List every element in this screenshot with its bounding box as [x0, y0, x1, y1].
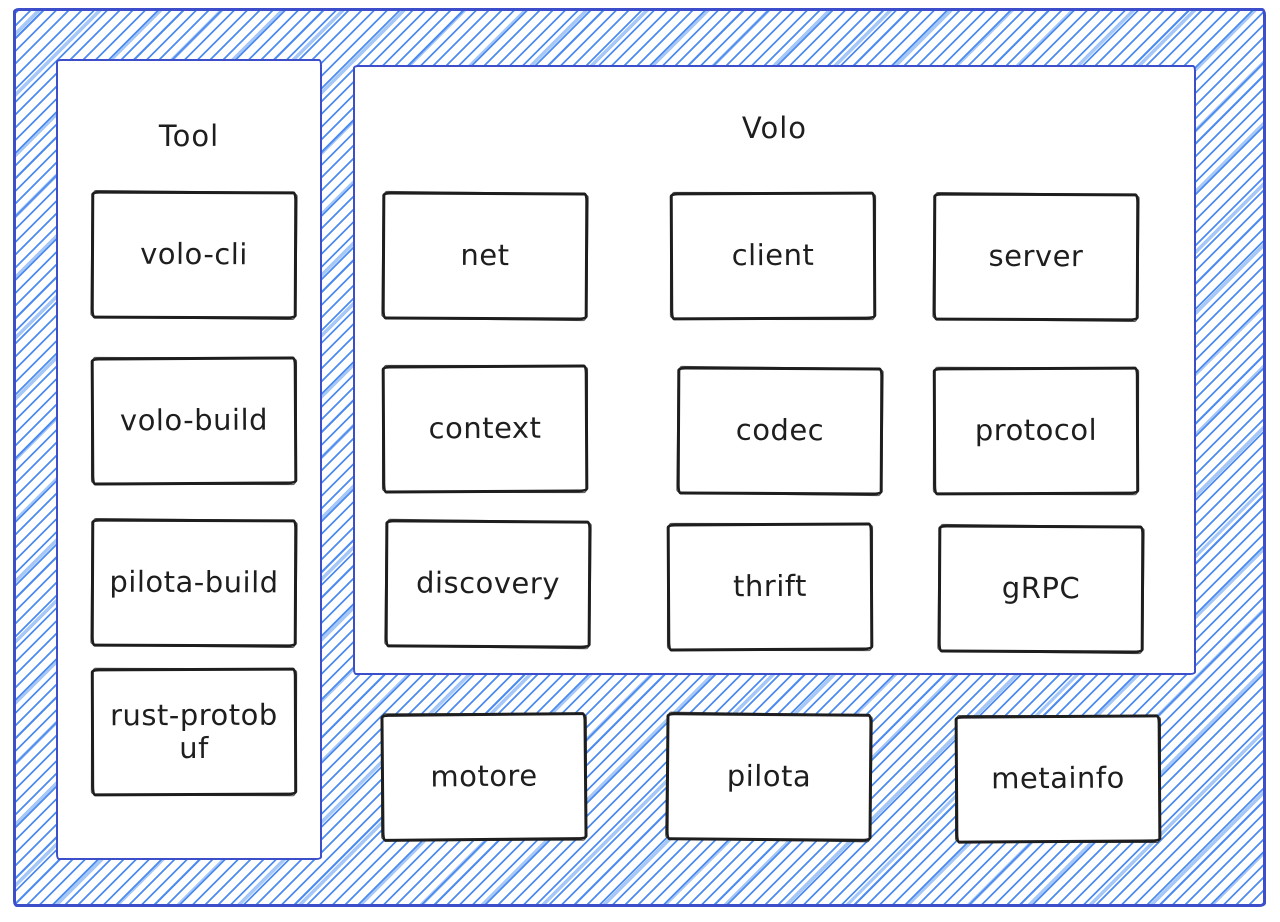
volo-group-title: Volo: [741, 111, 808, 145]
node-motore: motore: [380, 712, 588, 842]
node-label: thrift: [733, 569, 807, 604]
node-pilota: pilota: [665, 712, 873, 842]
node-label: gRPC: [1001, 571, 1081, 606]
node-protocol: protocol: [932, 366, 1140, 496]
outer-hatched-frame: Tool volo-cli volo-build pilota-build ru…: [13, 8, 1266, 907]
node-label: client: [731, 238, 815, 273]
node-net: net: [381, 191, 589, 321]
node-rust-protobuf: rust-protobuf: [90, 667, 298, 797]
node-label: context: [428, 411, 542, 446]
node-codec: codec: [676, 366, 884, 496]
node-label: codec: [735, 413, 825, 448]
node-label: rust-protobuf: [110, 697, 278, 766]
node-label: protocol: [974, 413, 1098, 448]
node-volo-build: volo-build: [90, 356, 298, 486]
node-thrift: thrift: [666, 522, 874, 652]
node-pilota-build: pilota-build: [90, 518, 298, 648]
node-metainfo: metainfo: [954, 714, 1162, 844]
node-label: volo-cli: [140, 237, 248, 272]
node-label: pilota: [726, 758, 812, 794]
tool-group-title: Tool: [158, 119, 220, 153]
node-label: discovery: [415, 565, 561, 601]
node-discovery: discovery: [384, 519, 592, 649]
node-label: server: [988, 239, 1084, 274]
node-client: client: [669, 191, 877, 321]
node-label: motore: [430, 758, 538, 794]
node-label: pilota-build: [109, 564, 279, 600]
volo-group-box: Volo net client server context codec pro…: [353, 65, 1196, 675]
node-label: volo-build: [119, 402, 269, 438]
tool-group-box: Tool volo-cli volo-build pilota-build ru…: [56, 59, 322, 860]
node-volo-cli: volo-cli: [90, 190, 298, 320]
node-label: metainfo: [991, 760, 1125, 796]
node-grpc: gRPC: [937, 524, 1145, 654]
node-context: context: [381, 364, 589, 494]
node-server: server: [932, 192, 1140, 322]
node-label: net: [460, 238, 510, 273]
